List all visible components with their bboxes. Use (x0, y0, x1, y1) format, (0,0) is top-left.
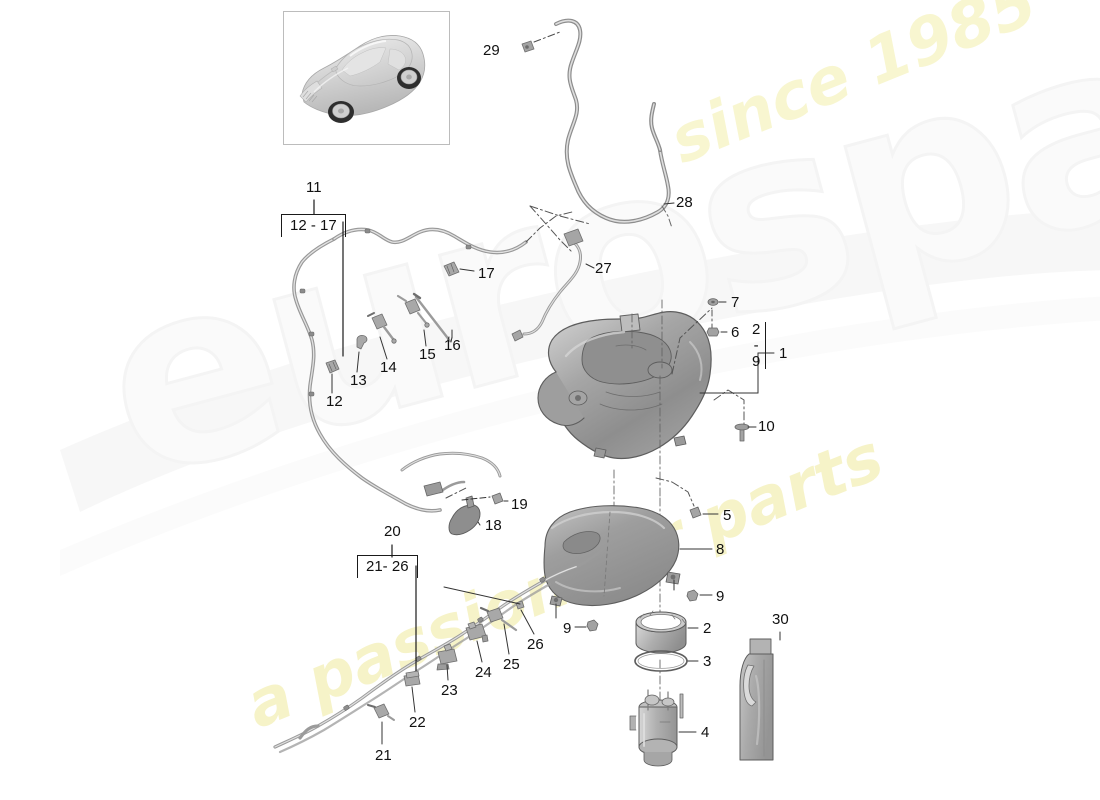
bracket-21-26-label: 21- 26 (366, 558, 409, 575)
callout-21: 21 (375, 747, 392, 764)
part-9-nut-left (586, 619, 599, 632)
callout-22: 22 (409, 714, 426, 731)
callout-18: 18 (485, 517, 502, 534)
filler-pipe-28 (554, 18, 671, 224)
vehicle-illustration (299, 35, 426, 123)
locking-ring-2 (635, 610, 687, 654)
vehicle-inset-box (283, 11, 450, 145)
part-7-bolt (707, 298, 719, 306)
callout-1: 1 (779, 345, 788, 362)
small-parts-21-26 (367, 600, 525, 721)
callout-14: 14 (380, 359, 397, 376)
bracket-2-9-top: 2 (752, 321, 761, 338)
seal-ring-3 (634, 650, 688, 672)
callout-3: 3 (703, 653, 712, 670)
vent-hose-assembly (400, 451, 502, 497)
bracket-12-17-label: 12 - 17 (290, 217, 337, 234)
part-5-clip (689, 506, 702, 519)
callout-19: 19 (511, 496, 528, 513)
callout-15: 15 (419, 346, 436, 363)
oil-bottle-30 (739, 638, 774, 761)
callout-20: 20 (384, 523, 401, 540)
bracket-21-26: 21- 26 (357, 555, 418, 578)
callout-5: 5 (723, 507, 732, 524)
callout-24: 24 (475, 664, 492, 681)
part-19-clip (491, 492, 504, 505)
callout-11: 11 (306, 179, 322, 196)
callout-26: 26 (527, 636, 544, 653)
callout-9-left: 9 (563, 620, 572, 637)
callout-4: 4 (701, 724, 710, 741)
bracket-2-9: 2 - 9 (752, 321, 767, 370)
part-9-nut-right (686, 589, 699, 602)
callout-10: 10 (758, 418, 775, 435)
callout-29: 29 (483, 42, 500, 59)
callout-8: 8 (716, 541, 725, 558)
callout-16: 16 (444, 337, 461, 354)
callout-7: 7 (731, 294, 740, 311)
bracket-2-9-dash: - (753, 336, 759, 354)
callout-12: 12 (326, 393, 343, 410)
callout-17: 17 (478, 265, 495, 282)
callout-23: 23 (441, 682, 458, 699)
fuel-line-20 (273, 542, 610, 754)
callout-9-right: 9 (716, 588, 725, 605)
callout-13: 13 (350, 372, 367, 389)
fuel-pump-4 (629, 689, 684, 767)
callout-2: 2 (703, 620, 712, 637)
clip-part-29 (521, 40, 535, 53)
small-parts-12-17 (325, 261, 460, 374)
callout-27: 27 (595, 260, 612, 277)
callout-25: 25 (503, 656, 520, 673)
callout-30: 30 (772, 611, 789, 628)
part-10-screw (734, 423, 750, 442)
bracket-12-17: 12 - 17 (281, 214, 346, 237)
part-6-nut (706, 327, 720, 337)
callout-28: 28 (676, 194, 693, 211)
bracket-part-18 (448, 495, 481, 536)
bracket-2-9-bottom: 9 (752, 352, 761, 370)
callout-6: 6 (731, 324, 740, 341)
